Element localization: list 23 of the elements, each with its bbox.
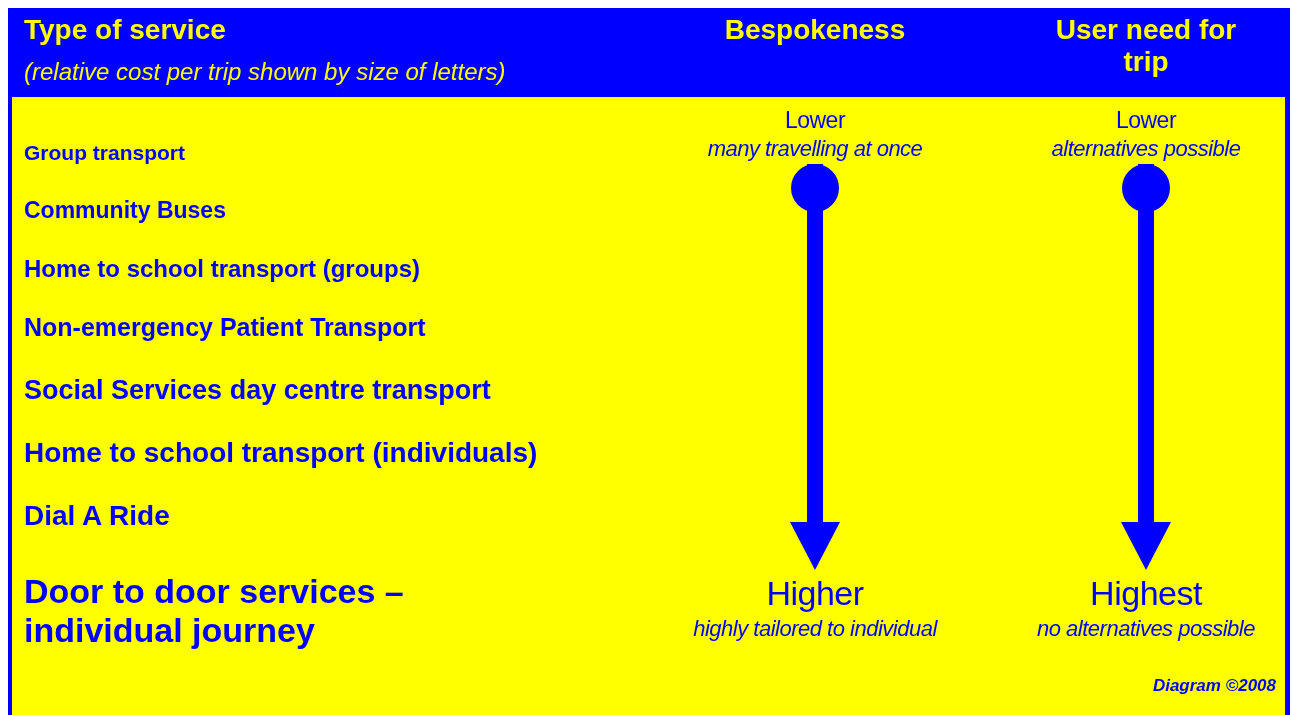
scale-description: many travelling at once bbox=[707, 134, 923, 163]
scale-level: Lower bbox=[1115, 106, 1177, 135]
scale-level: Lower bbox=[784, 106, 846, 135]
copyright-note: Diagram ©2008 bbox=[1151, 676, 1276, 696]
row-label: Community Buses bbox=[24, 197, 227, 224]
arrow bbox=[790, 164, 840, 570]
scale-level: Higher bbox=[766, 573, 864, 614]
heading: Type of service bbox=[24, 14, 227, 47]
column-heading: Bespokeness bbox=[723, 14, 907, 47]
row-label: Group transport bbox=[24, 141, 186, 166]
scale-level: Highest bbox=[1090, 573, 1202, 614]
scale-description: alternatives possible bbox=[1051, 134, 1241, 163]
row-label: Door to door services – individual journey bbox=[24, 572, 405, 651]
row-label: Home to school transport (groups) bbox=[24, 255, 421, 283]
column-heading: User need for trip bbox=[1054, 14, 1238, 79]
row-label: Social Services day centre transport bbox=[24, 375, 492, 407]
scale-description: highly tailored to individual bbox=[693, 614, 937, 642]
row-label: Home to school transport (individuals) bbox=[24, 437, 539, 470]
row-label: Dial A Ride bbox=[24, 500, 171, 533]
row-label: Non-emergency Patient Transport bbox=[24, 313, 427, 342]
arrow bbox=[1121, 164, 1171, 570]
subtitle: (relative cost per trip shown by size of letters) bbox=[24, 58, 507, 86]
scale-description: no alternatives possible bbox=[1037, 614, 1255, 642]
